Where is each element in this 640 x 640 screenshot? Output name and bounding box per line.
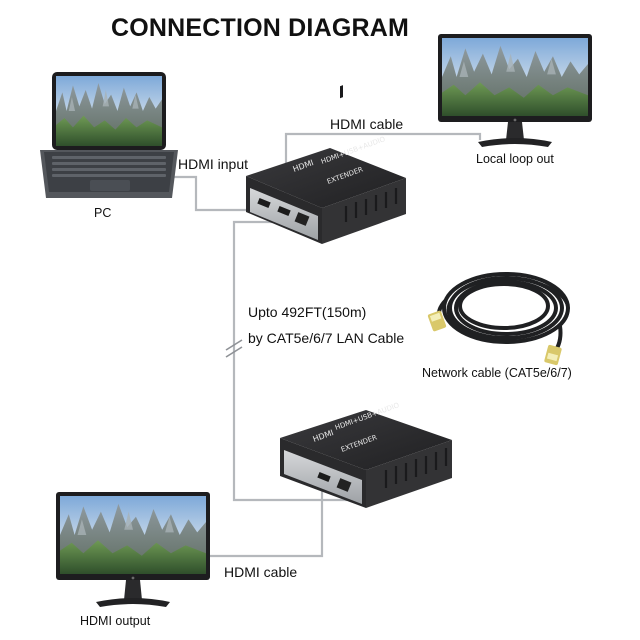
diagram-title: CONNECTION DIAGRAM xyxy=(110,14,410,42)
cable-break-mark xyxy=(225,339,243,358)
pc-label: PC xyxy=(94,206,112,220)
hdmi-loop-cable xyxy=(284,132,482,200)
transmitter-device: HDMI HDMI+USB+AUDIO EXTENDER xyxy=(246,85,406,244)
output-monitor xyxy=(56,492,210,607)
hdmi-output-cable xyxy=(210,488,324,558)
local-monitor xyxy=(438,34,592,147)
hdmi-output-label: HDMI output xyxy=(80,614,151,628)
local-loop-out-label: Local loop out xyxy=(476,152,554,166)
laptop-pc xyxy=(40,72,178,198)
hdmi-input-cable xyxy=(168,175,258,212)
rj45-connector-left xyxy=(427,310,447,332)
network-cable-label: Network cable (CAT5e/6/7) xyxy=(422,366,572,380)
distance-label-line2: by CAT5e/6/7 LAN Cable xyxy=(248,330,405,346)
receiver-device: HDMI HDMI+USB+AUDIO EXTENDER xyxy=(280,401,452,508)
hdmi-input-label: HDMI input xyxy=(178,156,249,172)
network-cable-coil xyxy=(436,272,570,352)
hdmi-cable-bottom-label: HDMI cable xyxy=(224,564,298,580)
distance-label-line1: Upto 492FT(150m) xyxy=(248,304,367,320)
hdmi-cable-top-label: HDMI cable xyxy=(330,116,404,132)
rj45-connector-right xyxy=(544,344,562,366)
